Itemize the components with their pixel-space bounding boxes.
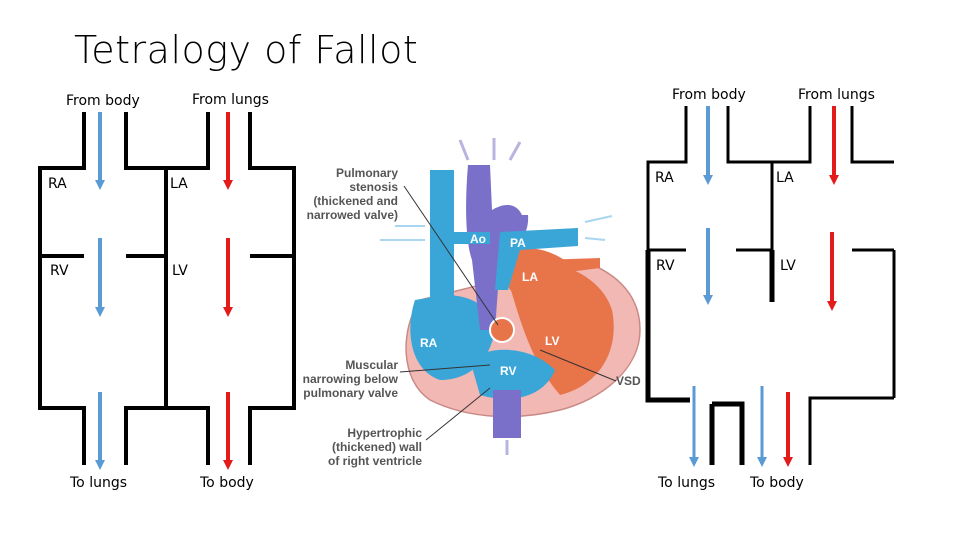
vsd-opening xyxy=(489,317,515,343)
left-from-lungs-label: From lungs xyxy=(192,92,269,108)
left-heart-walls xyxy=(38,112,296,465)
chamber-lv: LV xyxy=(545,334,560,348)
right-from-body-label: From body xyxy=(672,87,746,103)
annotation-vsd: VSD xyxy=(616,374,641,388)
chamber-ra: RA xyxy=(420,336,438,350)
aorta-shape xyxy=(466,165,529,330)
annotation-hypertrophic: Hypertrophic (thickened) wall of right v… xyxy=(327,426,422,468)
left-from-body-label: From body xyxy=(66,93,140,109)
right-ra-label: RA xyxy=(655,170,674,186)
left-to-lungs-label: To lungs xyxy=(70,475,128,491)
annotation-pulmonary-stenosis: Pulmonary stenosis (thickened and narrow… xyxy=(306,166,398,222)
right-to-lungs-label: To lungs xyxy=(658,475,716,491)
descending-vessel xyxy=(493,390,521,438)
right-to-body-label: To body xyxy=(750,475,804,491)
right-la-label: LA xyxy=(776,170,794,186)
chamber-la: LA xyxy=(522,270,538,284)
left-rv-label: RV xyxy=(50,263,69,279)
chamber-pa: PA xyxy=(510,236,526,250)
right-rv-label: RV xyxy=(656,258,675,274)
right-from-lungs-label: From lungs xyxy=(798,87,875,103)
left-la-label: LA xyxy=(170,176,188,192)
left-ra-label: RA xyxy=(48,176,67,192)
page-title: Tetralogy of Fallot xyxy=(74,28,419,72)
right-lv-label: LV xyxy=(780,258,796,274)
pulmonary-artery-shape xyxy=(495,228,578,290)
annotation-muscular-narrowing: Muscular narrowing below pulmonary valve xyxy=(302,358,398,400)
chamber-rv: RV xyxy=(500,364,517,378)
right-heart-walls xyxy=(646,106,896,465)
left-to-body-label: To body xyxy=(200,475,254,491)
chamber-ao: Ao xyxy=(470,232,486,246)
left-lv-label: LV xyxy=(172,263,188,279)
right-ventricle-shape xyxy=(470,349,555,399)
